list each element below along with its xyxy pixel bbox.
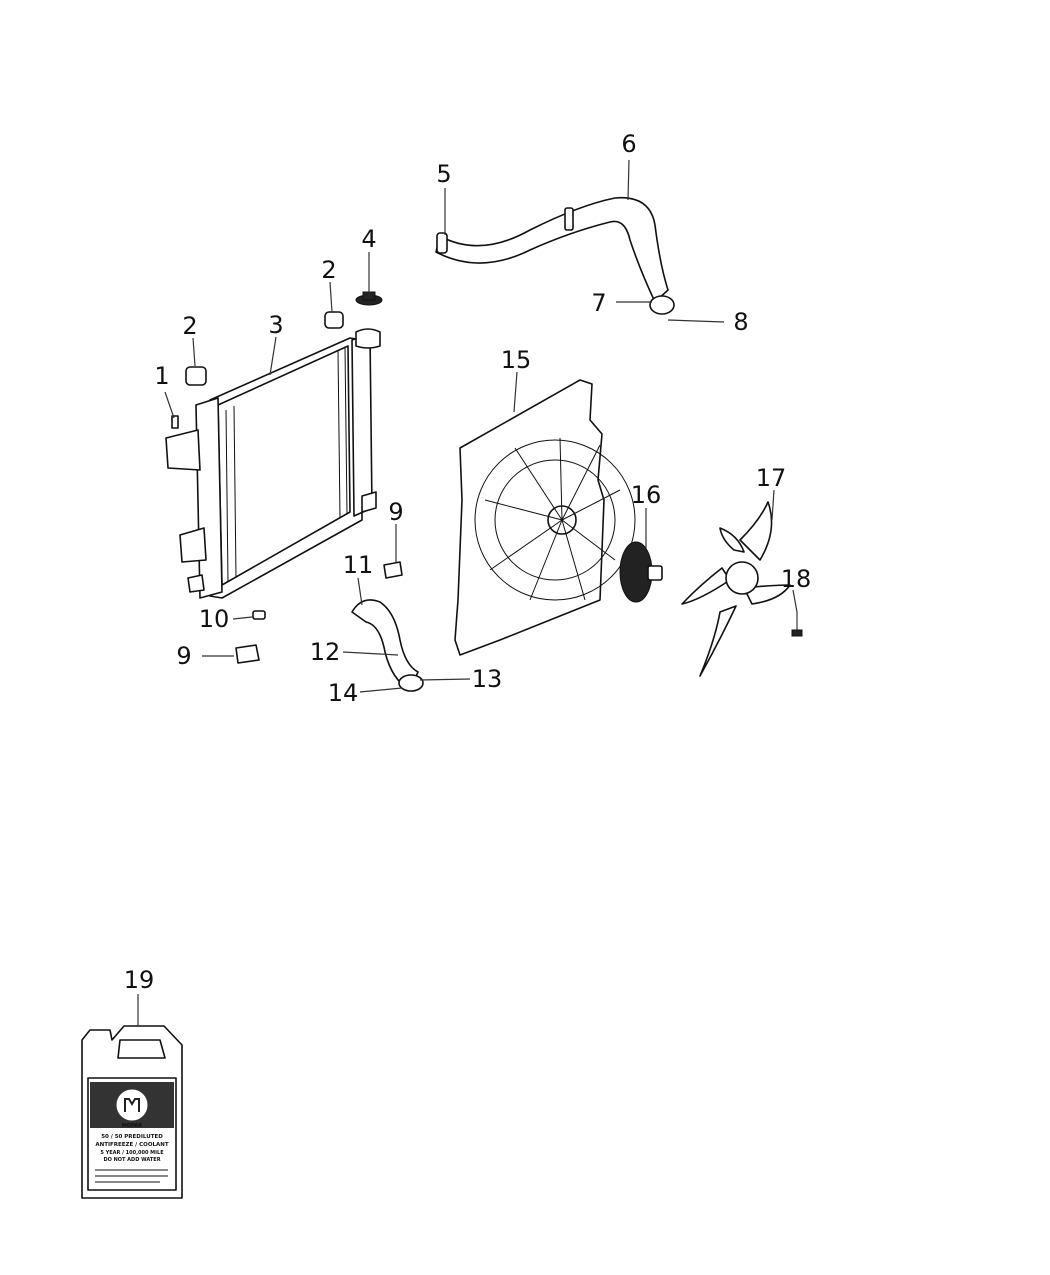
part-insulator-9a (383, 561, 403, 579)
part-isolator-2b (324, 311, 344, 329)
callout-9b: 9 (176, 642, 191, 670)
callout-4: 4 (361, 225, 376, 253)
callout-8: 8 (733, 308, 748, 336)
callout-1: 1 (154, 362, 169, 390)
part-fitting-10 (252, 610, 266, 620)
callout-18: 18 (781, 565, 812, 593)
callout-17: 17 (756, 464, 787, 492)
part-insulator-9b (235, 644, 260, 664)
fan-clutch (619, 541, 663, 603)
jug-brand: MOPAR (122, 1123, 142, 1129)
jug-label-line4: DO NOT ADD WATER (103, 1157, 160, 1163)
coolant-jug: MOPAR 50 / 50 PREDILUTED ANTIFREEZE / CO… (81, 1025, 183, 1199)
jug-label-line2: ANTIFREEZE / COOLANT (95, 1142, 168, 1148)
callout-7: 7 (591, 289, 606, 317)
callout-5: 5 (436, 160, 451, 188)
callout-3: 3 (268, 311, 283, 339)
callout-2a: 2 (182, 312, 197, 340)
part-radiator-cap-4 (355, 291, 383, 306)
fan-shroud (454, 379, 636, 656)
jug-label-line3: 5 YEAR / 100,000 MILE (100, 1150, 164, 1156)
part-bolt-1 (171, 415, 179, 429)
callouts: 1 2 2 3 4 5 6 7 8 9 9 10 11 12 13 14 15 … (124, 130, 812, 994)
callout-2b: 2 (321, 256, 336, 284)
part-bolt-18 (791, 612, 803, 637)
callout-10: 10 (199, 605, 230, 633)
callout-13: 13 (472, 665, 503, 693)
callout-11: 11 (343, 551, 374, 579)
radiator (165, 328, 381, 599)
lower-hose (351, 599, 424, 692)
leader-lines (137, 159, 798, 1026)
callout-6: 6 (621, 130, 636, 158)
part-isolator-2a (185, 366, 207, 386)
fan-blade (681, 501, 791, 677)
jug-label-line1: 50 / 50 PREDILUTED (101, 1134, 163, 1140)
callout-19: 19 (124, 966, 155, 994)
callout-9a: 9 (388, 498, 403, 526)
callout-14: 14 (328, 679, 359, 707)
upper-hose (435, 196, 675, 315)
callout-16: 16 (631, 481, 662, 509)
callout-12: 12 (310, 638, 341, 666)
callout-15: 15 (501, 346, 532, 374)
